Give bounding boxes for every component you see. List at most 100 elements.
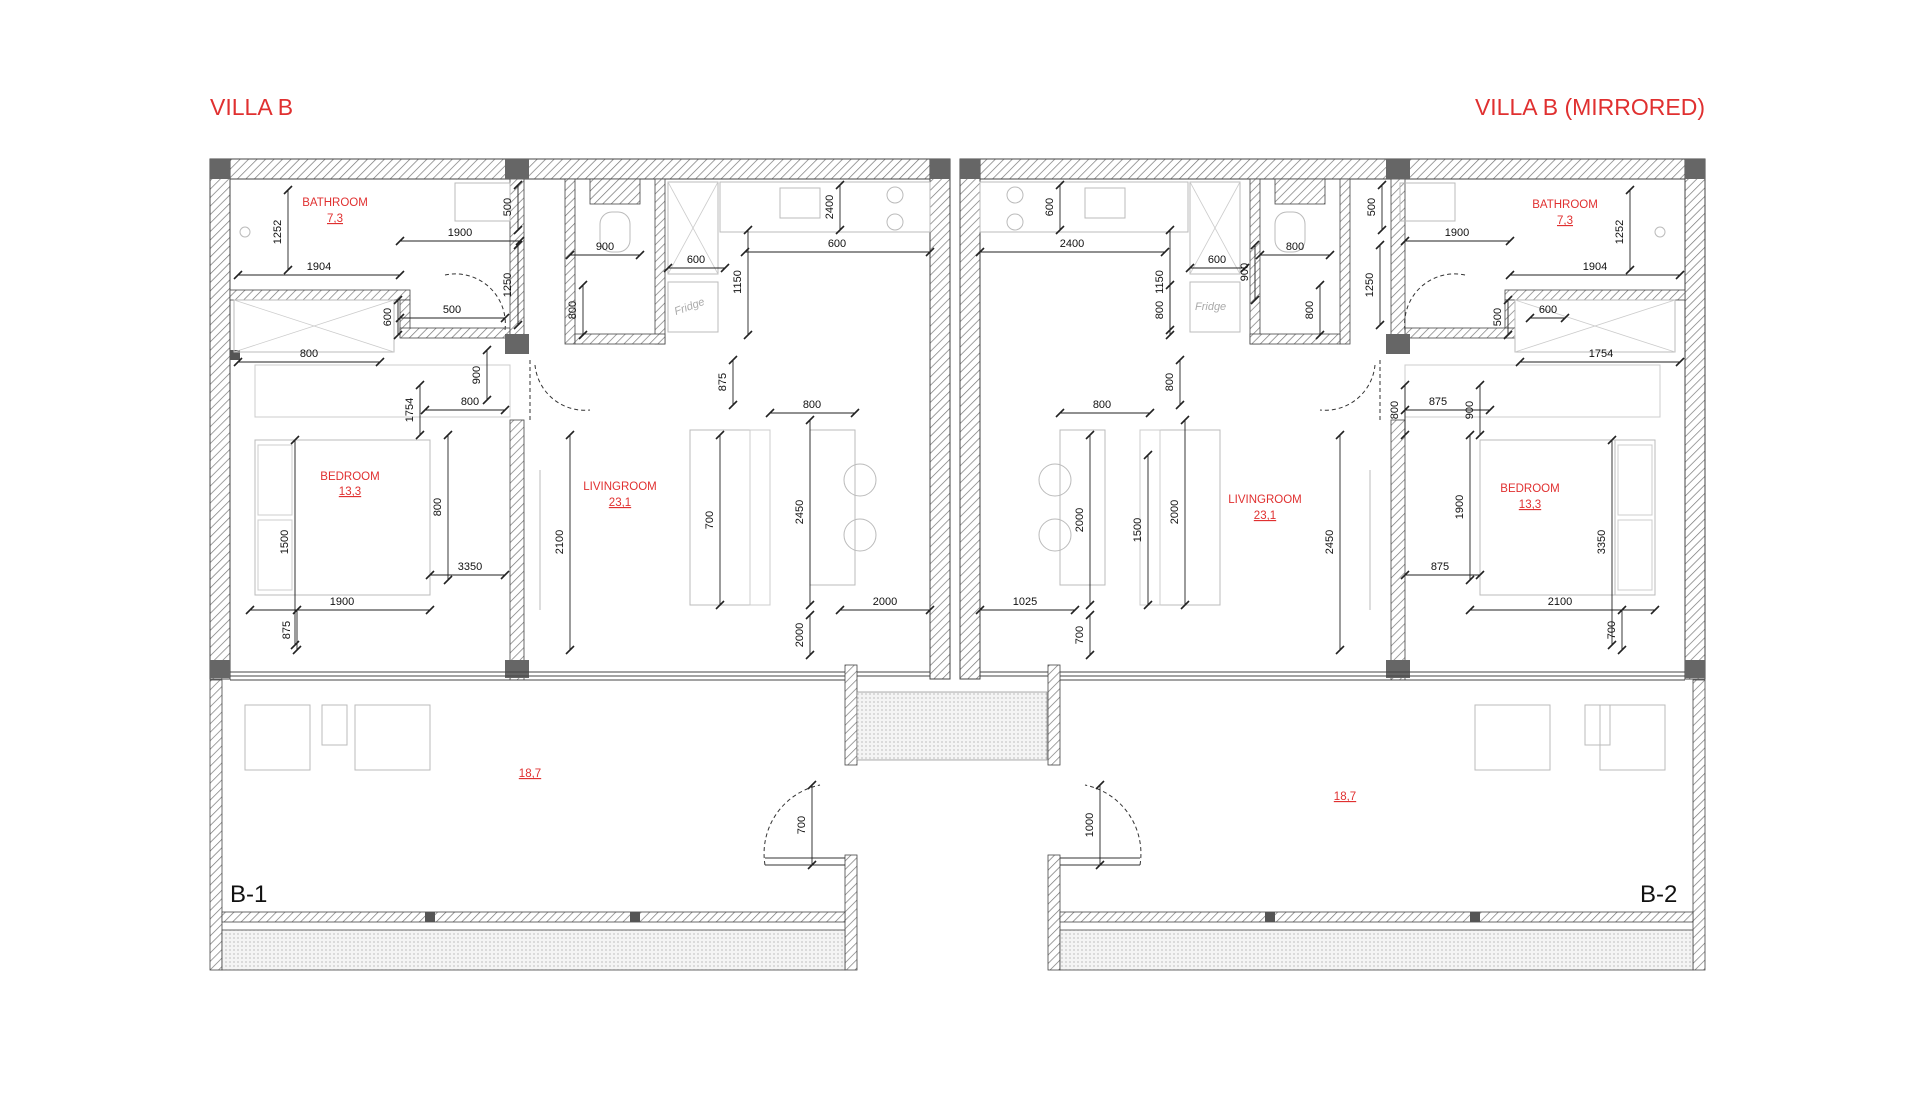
toilet [1274,211,1306,253]
dimension-tick-left [415,380,425,390]
dimension-tick-left [925,247,935,257]
dimension-label-left: 1900 [448,227,472,239]
dimension-tick-left [663,263,673,273]
dimension-labels: 1252190450019001250900800600115060024006… [272,195,1626,837]
dimension-tick-left [393,295,403,305]
dimension-tick-right [1377,225,1387,235]
dimension-tick-left [283,265,293,275]
unit-label-b2: B-2 [1640,881,1677,908]
dimension-label-right: 900 [1464,401,1476,419]
column [210,159,230,179]
dimension-label-right: 1025 [1013,596,1037,608]
column [505,334,529,354]
dimension-label-left: 2000 [794,623,806,647]
dimension-tick-right [1085,430,1095,440]
dimension-tick-left [513,320,523,330]
room-area-living-left: 23,1 [609,497,631,509]
toilet [599,211,631,253]
dimension-label-right: 1900 [1454,495,1466,519]
door-swing [1084,784,1142,866]
dimension-tick-right [1375,240,1385,250]
dimension-label-right: 600 [1044,198,1056,216]
dimension-tick-right [1335,645,1345,655]
column [425,912,435,922]
dimension-tick-left [728,400,738,410]
dimension-tick-left [500,313,510,323]
dimension-label-left: 500 [502,198,514,216]
wall [564,178,576,345]
dimension-tick-right [1145,408,1155,418]
dimension-tick-left [565,430,575,440]
dimension-label-left: 900 [596,241,614,253]
room-name-bedroom-left: BEDROOM [320,471,379,483]
column [210,660,230,678]
dimension-tick-left [443,575,453,585]
column [1470,912,1480,922]
dimension-tick-left [245,605,255,615]
dimension-tick-right [1175,355,1185,365]
terrace-planter [221,929,846,971]
dimension-tick-right [1475,430,1485,440]
dimension-tick-left [578,330,588,340]
dimension-tick-right [1250,295,1260,305]
title-villa-b-mirrored: VILLA B (MIRRORED) [1475,94,1705,120]
dimension-label-right: 800 [1154,301,1166,319]
unit-label-b1: B-1 [230,881,267,908]
dimension-tick-left [925,605,935,615]
dimension-tick-right [1143,600,1153,610]
room-name-bedroom-right: BEDROOM [1500,483,1559,495]
wall [1684,158,1706,680]
dimension-tick-left [835,180,845,190]
dimension-label-left: 500 [443,304,461,316]
dimension-tick-left [482,345,492,355]
dimension-tick-left [743,330,753,340]
shower [233,299,395,353]
column [1265,912,1275,922]
dimension-tick-left [720,263,730,273]
column [1386,159,1410,179]
dimension-tick-left [393,330,403,340]
dimension-label-left: 1150 [732,270,744,294]
dimension-tick-right [1180,600,1190,610]
dimension-tick-right [1335,430,1345,440]
dimension-label-right: 2000 [1169,500,1181,524]
dimension-tick-right [1143,450,1153,460]
door-swing [444,273,506,331]
dimension-tick-left [395,236,405,246]
dimension-tick-right [1085,610,1095,620]
dimension-tick-right [1315,280,1325,290]
kitchen-counter [719,181,931,233]
dimension-label-left: 800 [432,498,444,516]
courtyard [856,691,1048,761]
wall [959,158,1706,180]
sink [1399,182,1456,222]
dimension-tick-right [1095,860,1105,870]
dimension-tick-right [1617,645,1627,655]
dimension-tick-right [1240,263,1250,273]
wall [574,333,666,345]
dimension-tick-left [513,180,523,190]
dimension-label-right: 3350 [1596,530,1608,554]
shower [1514,299,1676,353]
dimension-label-right: 1754 [1589,348,1613,360]
terrace-wall [209,679,223,971]
dimension-tick-right [1085,650,1095,660]
wall [1274,178,1326,205]
dimension-label-right: 700 [1074,626,1086,644]
dimension-tick-right [1377,180,1387,190]
dimension-tick-right [1255,250,1265,260]
dimension-label-right: 875 [1429,396,1447,408]
dimension-tick-left [715,430,725,440]
dimension-tick-left [728,355,738,365]
dimension-label-right: 2400 [1060,238,1084,250]
dimension-tick-right [1607,435,1617,445]
dimension-tick-right [1503,295,1513,305]
dimension-label-left: 600 [828,238,846,250]
dimension-tick-right [1400,570,1410,580]
dimension-tick-left [233,357,243,367]
dimension-label-left: 3350 [458,561,482,573]
dimension-tick-right [1250,240,1260,250]
dimension-tick-right [1165,280,1175,290]
side-table [1584,704,1611,746]
dimension-tick-right [1165,225,1175,235]
